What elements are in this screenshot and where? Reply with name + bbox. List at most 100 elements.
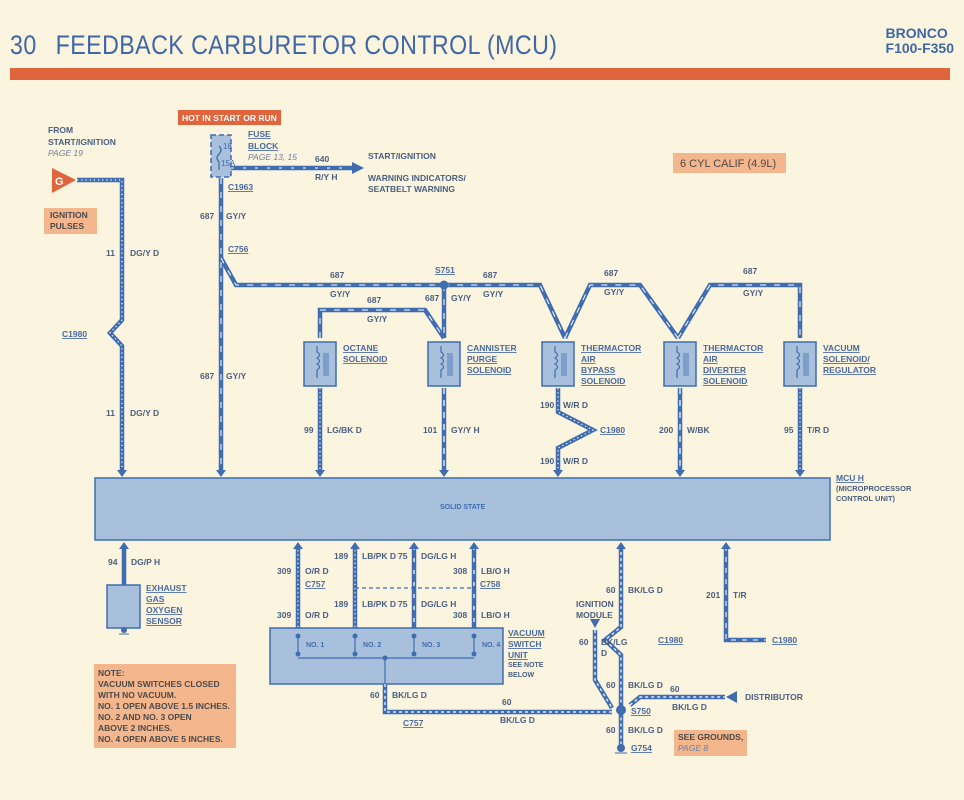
- wire-60-color-3: BK/LG D: [628, 585, 663, 595]
- ignition-module-label-1: IGNITION: [576, 599, 614, 609]
- fuse-number: 18: [223, 142, 232, 151]
- note-line: NO. 2 AND NO. 3 OPEN: [98, 712, 192, 722]
- solenoid-label: AIR: [703, 354, 718, 364]
- wire-color: DG/LG H: [421, 551, 456, 561]
- wire-num: 190: [540, 456, 554, 466]
- wire-num: 189: [334, 551, 348, 561]
- arrow-icon: [439, 470, 449, 477]
- c1963-connector-label: C1963: [228, 182, 253, 192]
- wire-color: T/R D: [807, 425, 829, 435]
- vehicle-applicability: BRONCO F100-F350: [886, 26, 954, 56]
- wire-color: O/R D: [305, 566, 329, 576]
- c756-connector-label: C756: [228, 244, 249, 254]
- wire-color: LB/PK D: [362, 551, 396, 561]
- g754-ground-icon: [617, 744, 625, 752]
- g-terminal-icon: [52, 168, 76, 193]
- wire-color: LB/O H: [481, 566, 510, 576]
- wire-color: LB/O H: [481, 610, 510, 620]
- solenoid-label: VACUUM: [823, 343, 860, 353]
- wire-60-color-2: BK/LG D: [500, 715, 535, 725]
- wire-60-num-5: 60: [606, 680, 616, 690]
- distributor-label: DISTRIBUTOR: [745, 692, 803, 702]
- vacuum-note: NOTE: VACUUM SWITCHES CLOSED WITH NO VAC…: [94, 664, 236, 748]
- ignition-pulses-tag: [44, 208, 97, 234]
- wire-201-line: [723, 546, 766, 643]
- bus-687-num-6: 687: [743, 266, 757, 276]
- note-line: NOTE:: [98, 668, 125, 678]
- wire-num: 189: [334, 599, 348, 609]
- wire-687-tracer: [220, 178, 801, 470]
- ground-network: 60 BK/LG D C757 60 BK/LG D 60 BK/LG D IG…: [370, 542, 803, 756]
- wire-60-color-4: BK/LG: [601, 637, 628, 647]
- bus-687-color-3: GY/Y: [451, 293, 472, 303]
- wire-color: LB/PK D: [362, 599, 396, 609]
- solenoid-label: SOLENOID: [581, 376, 625, 386]
- ignition-pulses-line-2: PULSES: [50, 221, 84, 231]
- switch-contact: [295, 651, 301, 657]
- wire-201: 201 T/R C1980: [706, 542, 797, 645]
- note-box: [94, 664, 236, 748]
- arrow-icon: [795, 470, 805, 477]
- wire-687-color-lower: GY/Y: [226, 371, 247, 381]
- wire-num: 95: [784, 425, 794, 435]
- mcu-name: MCU H: [836, 473, 864, 483]
- ignition-module-label-2: MODULE: [576, 610, 613, 620]
- wire-687-color: GY/Y: [226, 211, 247, 221]
- arrow-icon: [409, 542, 419, 549]
- switch-contact: [411, 651, 417, 657]
- arrow-icon: [350, 542, 360, 549]
- solenoid-box: [427, 341, 461, 387]
- arrow-icon: [616, 542, 626, 549]
- wire-60-color-5: BK/LG D: [628, 680, 663, 690]
- mcu-desc-2: CONTROL UNIT): [836, 494, 896, 503]
- arrow-icon: [675, 470, 685, 477]
- note-line: NO. 4 OPEN ABOVE 5 INCHES.: [98, 734, 223, 744]
- solenoid-output-wire-tracer: [557, 388, 595, 470]
- wire-color: W/R D: [563, 456, 588, 466]
- diagram-title: FEEDBACK CARBURETOR CONTROL (MCU): [55, 30, 558, 60]
- config-tag: [673, 153, 786, 173]
- coil-icon: [553, 346, 559, 378]
- bus-687-color-4: GY/Y: [483, 289, 504, 299]
- wire-60-num-2: 60: [502, 697, 512, 707]
- wire-201-num: 201: [706, 590, 720, 600]
- bus-687-num-5: 687: [604, 268, 618, 278]
- wire-num: 75: [398, 551, 408, 561]
- switch-label: NO. 3: [422, 642, 440, 649]
- arrow-icon: [553, 470, 563, 477]
- solenoid-box: [663, 341, 697, 387]
- coil-icon: [675, 346, 681, 378]
- wire-640-color: R/Y H: [315, 172, 338, 182]
- wire-60-color-7: BK/LG D: [628, 725, 663, 735]
- wire-60-num-6: 60: [670, 684, 680, 694]
- arrow-icon: [469, 542, 479, 549]
- fuse-label-1: FUSE: [248, 129, 271, 139]
- wire-color: DG/LG H: [421, 599, 456, 609]
- switch-label: NO. 1: [306, 642, 324, 649]
- fuse-label-2: BLOCK: [248, 141, 279, 151]
- s750-splice: [616, 705, 626, 715]
- vacuum-switch-label-2: SWITCH: [508, 639, 542, 649]
- fuse-icon: [216, 145, 222, 170]
- bus-687-color-2: GY/Y: [367, 314, 388, 324]
- sensor-label-4: SENSOR: [146, 616, 182, 626]
- wire-color: O/R D: [305, 610, 329, 620]
- hot-in-start-text: HOT IN START OR RUN: [182, 113, 277, 123]
- vacuum-switch-label-3: UNIT: [508, 650, 529, 660]
- c1980-tr-connector-label: C1980: [772, 635, 797, 645]
- see-grounds-page: PAGE 8: [678, 743, 708, 753]
- bus-687-color-5: GY/Y: [604, 287, 625, 297]
- g-terminal-label: G: [55, 176, 64, 188]
- solenoid-label: AIR: [581, 354, 596, 364]
- wire-60-num-4: 60: [579, 637, 589, 647]
- dest-start-ignition: START/IGNITION: [368, 151, 436, 161]
- mcu-center-label: SOLID STATE: [440, 504, 486, 511]
- sensor-box: [106, 584, 141, 629]
- vehicle-line-2: F100-F350: [885, 40, 954, 56]
